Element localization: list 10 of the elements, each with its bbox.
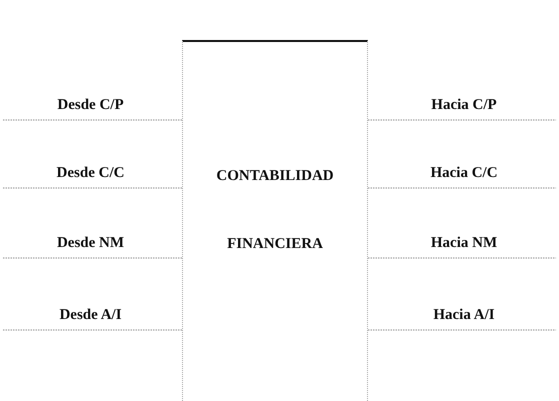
- entry-label: Hacia C/C: [372, 162, 556, 188]
- entry-label: Desde NM: [3, 232, 178, 258]
- account-title: CONTABILIDAD FINANCIERA: [215, 167, 335, 254]
- entry-label: Desde C/P: [3, 94, 178, 120]
- entry-label: Desde A/I: [3, 304, 178, 330]
- account-box: [182, 40, 368, 401]
- entry-label: Hacia C/P: [372, 94, 556, 120]
- entry-label: Hacia NM: [372, 232, 556, 258]
- entry-label: Hacia A/I: [372, 304, 556, 330]
- entry-label: Desde C/C: [3, 162, 178, 188]
